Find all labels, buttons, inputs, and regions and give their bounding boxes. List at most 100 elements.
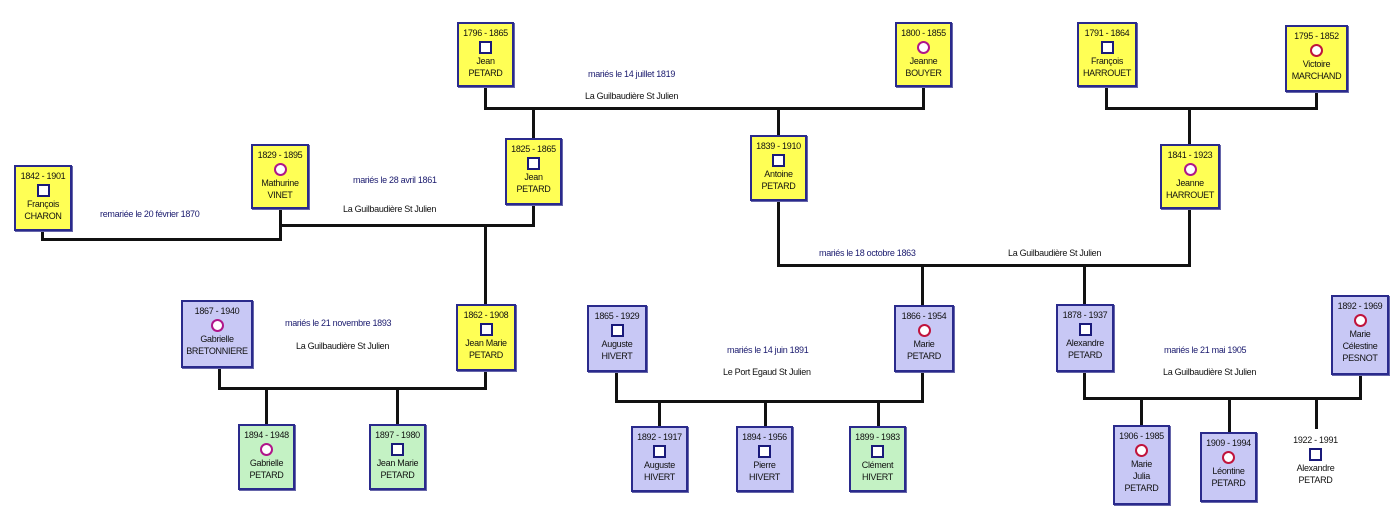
marriage-date: mariés le 21 mai 1905: [1164, 345, 1247, 355]
last-name: PETARD: [1124, 483, 1159, 493]
person-card[interactable]: 1906 - 1985 Marie Julia PETARD: [1113, 425, 1170, 505]
last-name: PETARD: [516, 184, 551, 194]
connector: [218, 387, 487, 390]
marriage-place: Le Port Egaud St Julien: [723, 367, 811, 377]
connector: [1315, 91, 1318, 109]
first-name: Clément: [861, 460, 894, 470]
last-name: VINET: [267, 190, 293, 200]
connector: [615, 400, 924, 403]
life-dates: 1839 - 1910: [756, 141, 801, 151]
person-card[interactable]: 1841 - 1923 Jeanne HARROUET: [1160, 144, 1220, 209]
last-name: HARROUET: [1165, 190, 1215, 200]
first-name: Alexandre: [1296, 463, 1335, 473]
first-name: Marie: [913, 339, 935, 349]
life-dates: 1829 - 1895: [257, 150, 303, 160]
person-card[interactable]: 1791 - 1864 François HARROUET: [1077, 22, 1137, 87]
marriage-date: mariés le 21 novembre 1893: [285, 318, 392, 328]
person-card[interactable]: 1894 - 1948 Gabrielle PETARD: [238, 424, 295, 490]
connector: [1083, 397, 1362, 400]
person-card[interactable]: 1897 - 1980 Jean Marie PETARD: [369, 424, 426, 490]
marriage-place: La Guilbaudière St Julien: [585, 91, 679, 101]
connector: [777, 264, 1191, 267]
life-dates: 1899 - 1983: [855, 432, 900, 442]
connector: [532, 107, 535, 138]
person-card[interactable]: 1892 - 1917 Auguste HIVERT: [631, 426, 688, 492]
first-name: Jeanne: [1176, 178, 1204, 188]
last-name: HIVERT: [861, 472, 894, 482]
first-name: Gabrielle: [200, 334, 234, 344]
connector: [484, 224, 487, 304]
person-card[interactable]: 1892 - 1969 Marie Célestine PESNOT: [1331, 295, 1389, 375]
first-name: Jeanne: [909, 56, 938, 66]
connector: [777, 200, 780, 267]
life-dates: 1906 - 1985: [1119, 431, 1164, 441]
male-icon: [479, 41, 492, 54]
connector: [41, 238, 281, 241]
connector: [1105, 86, 1108, 109]
life-dates: 1892 - 1917: [637, 432, 682, 442]
male-icon: [1309, 448, 1322, 461]
last-name: HIVERT: [748, 472, 781, 482]
connector: [1188, 208, 1191, 267]
life-dates: 1922 - 1991: [1293, 435, 1338, 445]
person-card[interactable]: 1867 - 1940 Gabrielle BRETONNIERE: [181, 300, 253, 368]
male-icon: [36, 184, 50, 197]
first-name: Marie Célestine: [1342, 329, 1378, 351]
last-name: PETARD: [249, 470, 284, 480]
male-icon: [772, 154, 785, 167]
first-name: François: [26, 199, 60, 209]
person-card[interactable]: 1909 - 1994 Léontine PETARD: [1200, 432, 1257, 502]
person-card[interactable]: 1796 - 1865 Jean PETARD: [457, 22, 514, 87]
connector: [279, 208, 282, 226]
first-name: Alexandre: [1066, 338, 1104, 348]
marriage-date: mariés le 18 octobre 1863: [819, 248, 916, 258]
person-card[interactable]: 1842 - 1901 François CHARON: [14, 165, 72, 231]
person-card[interactable]: 1894 - 1956 Pierre HIVERT: [736, 426, 793, 492]
last-name: HIVERT: [643, 472, 676, 482]
connector: [532, 204, 535, 226]
person-card[interactable]: 1839 - 1910 Antoine PETARD: [750, 135, 807, 201]
connector: [218, 367, 221, 389]
person-card[interactable]: 1862 - 1908 Jean Marie PETARD: [456, 304, 516, 371]
connector: [877, 400, 880, 427]
last-name: CHARON: [24, 211, 62, 221]
connector: [1315, 397, 1318, 429]
connector: [484, 86, 487, 109]
female-icon: [1310, 44, 1323, 57]
connector: [658, 400, 661, 427]
male-icon: [479, 323, 493, 336]
connector: [396, 387, 399, 425]
person-card[interactable]: 1878 - 1937 Alexandre PETARD: [1056, 304, 1114, 372]
connector: [921, 371, 924, 402]
first-name: Jean Marie: [465, 338, 507, 348]
person-card[interactable]: 1922 - 1991 Alexandre PETARD: [1287, 429, 1344, 491]
connector: [922, 86, 925, 109]
marriage-place: La Guilbaudière St Julien: [1163, 367, 1257, 377]
person-card[interactable]: 1899 - 1983 Clément HIVERT: [849, 426, 906, 492]
person-card[interactable]: 1800 - 1855 Jeanne BOUYER: [895, 22, 952, 87]
connector: [41, 230, 44, 241]
person-card[interactable]: 1829 - 1895 Mathurine VINET: [251, 144, 309, 209]
last-name: PESNOT: [1342, 353, 1378, 363]
person-card[interactable]: 1795 - 1852 Victoire MARCHAND: [1285, 25, 1348, 92]
life-dates: 1894 - 1956: [742, 432, 787, 442]
life-dates: 1800 - 1855: [901, 28, 946, 38]
last-name: PETARD: [1211, 478, 1246, 488]
life-dates: 1825 - 1865: [511, 144, 556, 154]
connector: [279, 224, 282, 241]
connector: [265, 387, 268, 425]
last-name: PETARD: [906, 351, 942, 361]
person-card[interactable]: 1865 - 1929 Auguste HIVERT: [587, 305, 647, 372]
first-name: Jean Marie: [376, 458, 419, 468]
person-card[interactable]: 1866 - 1954 Marie PETARD: [894, 305, 954, 372]
last-name: PETARD: [1298, 475, 1333, 485]
person-card[interactable]: 1825 - 1865 Jean PETARD: [505, 138, 562, 205]
last-name: PETARD: [468, 68, 503, 78]
connector: [484, 370, 487, 389]
last-name: PETARD: [761, 181, 796, 191]
first-name: Antoine: [764, 169, 793, 179]
marriage-date: mariés le 28 avril 1861: [353, 175, 437, 185]
last-name: BRETONNIERE: [186, 346, 248, 356]
connector: [1359, 374, 1362, 399]
